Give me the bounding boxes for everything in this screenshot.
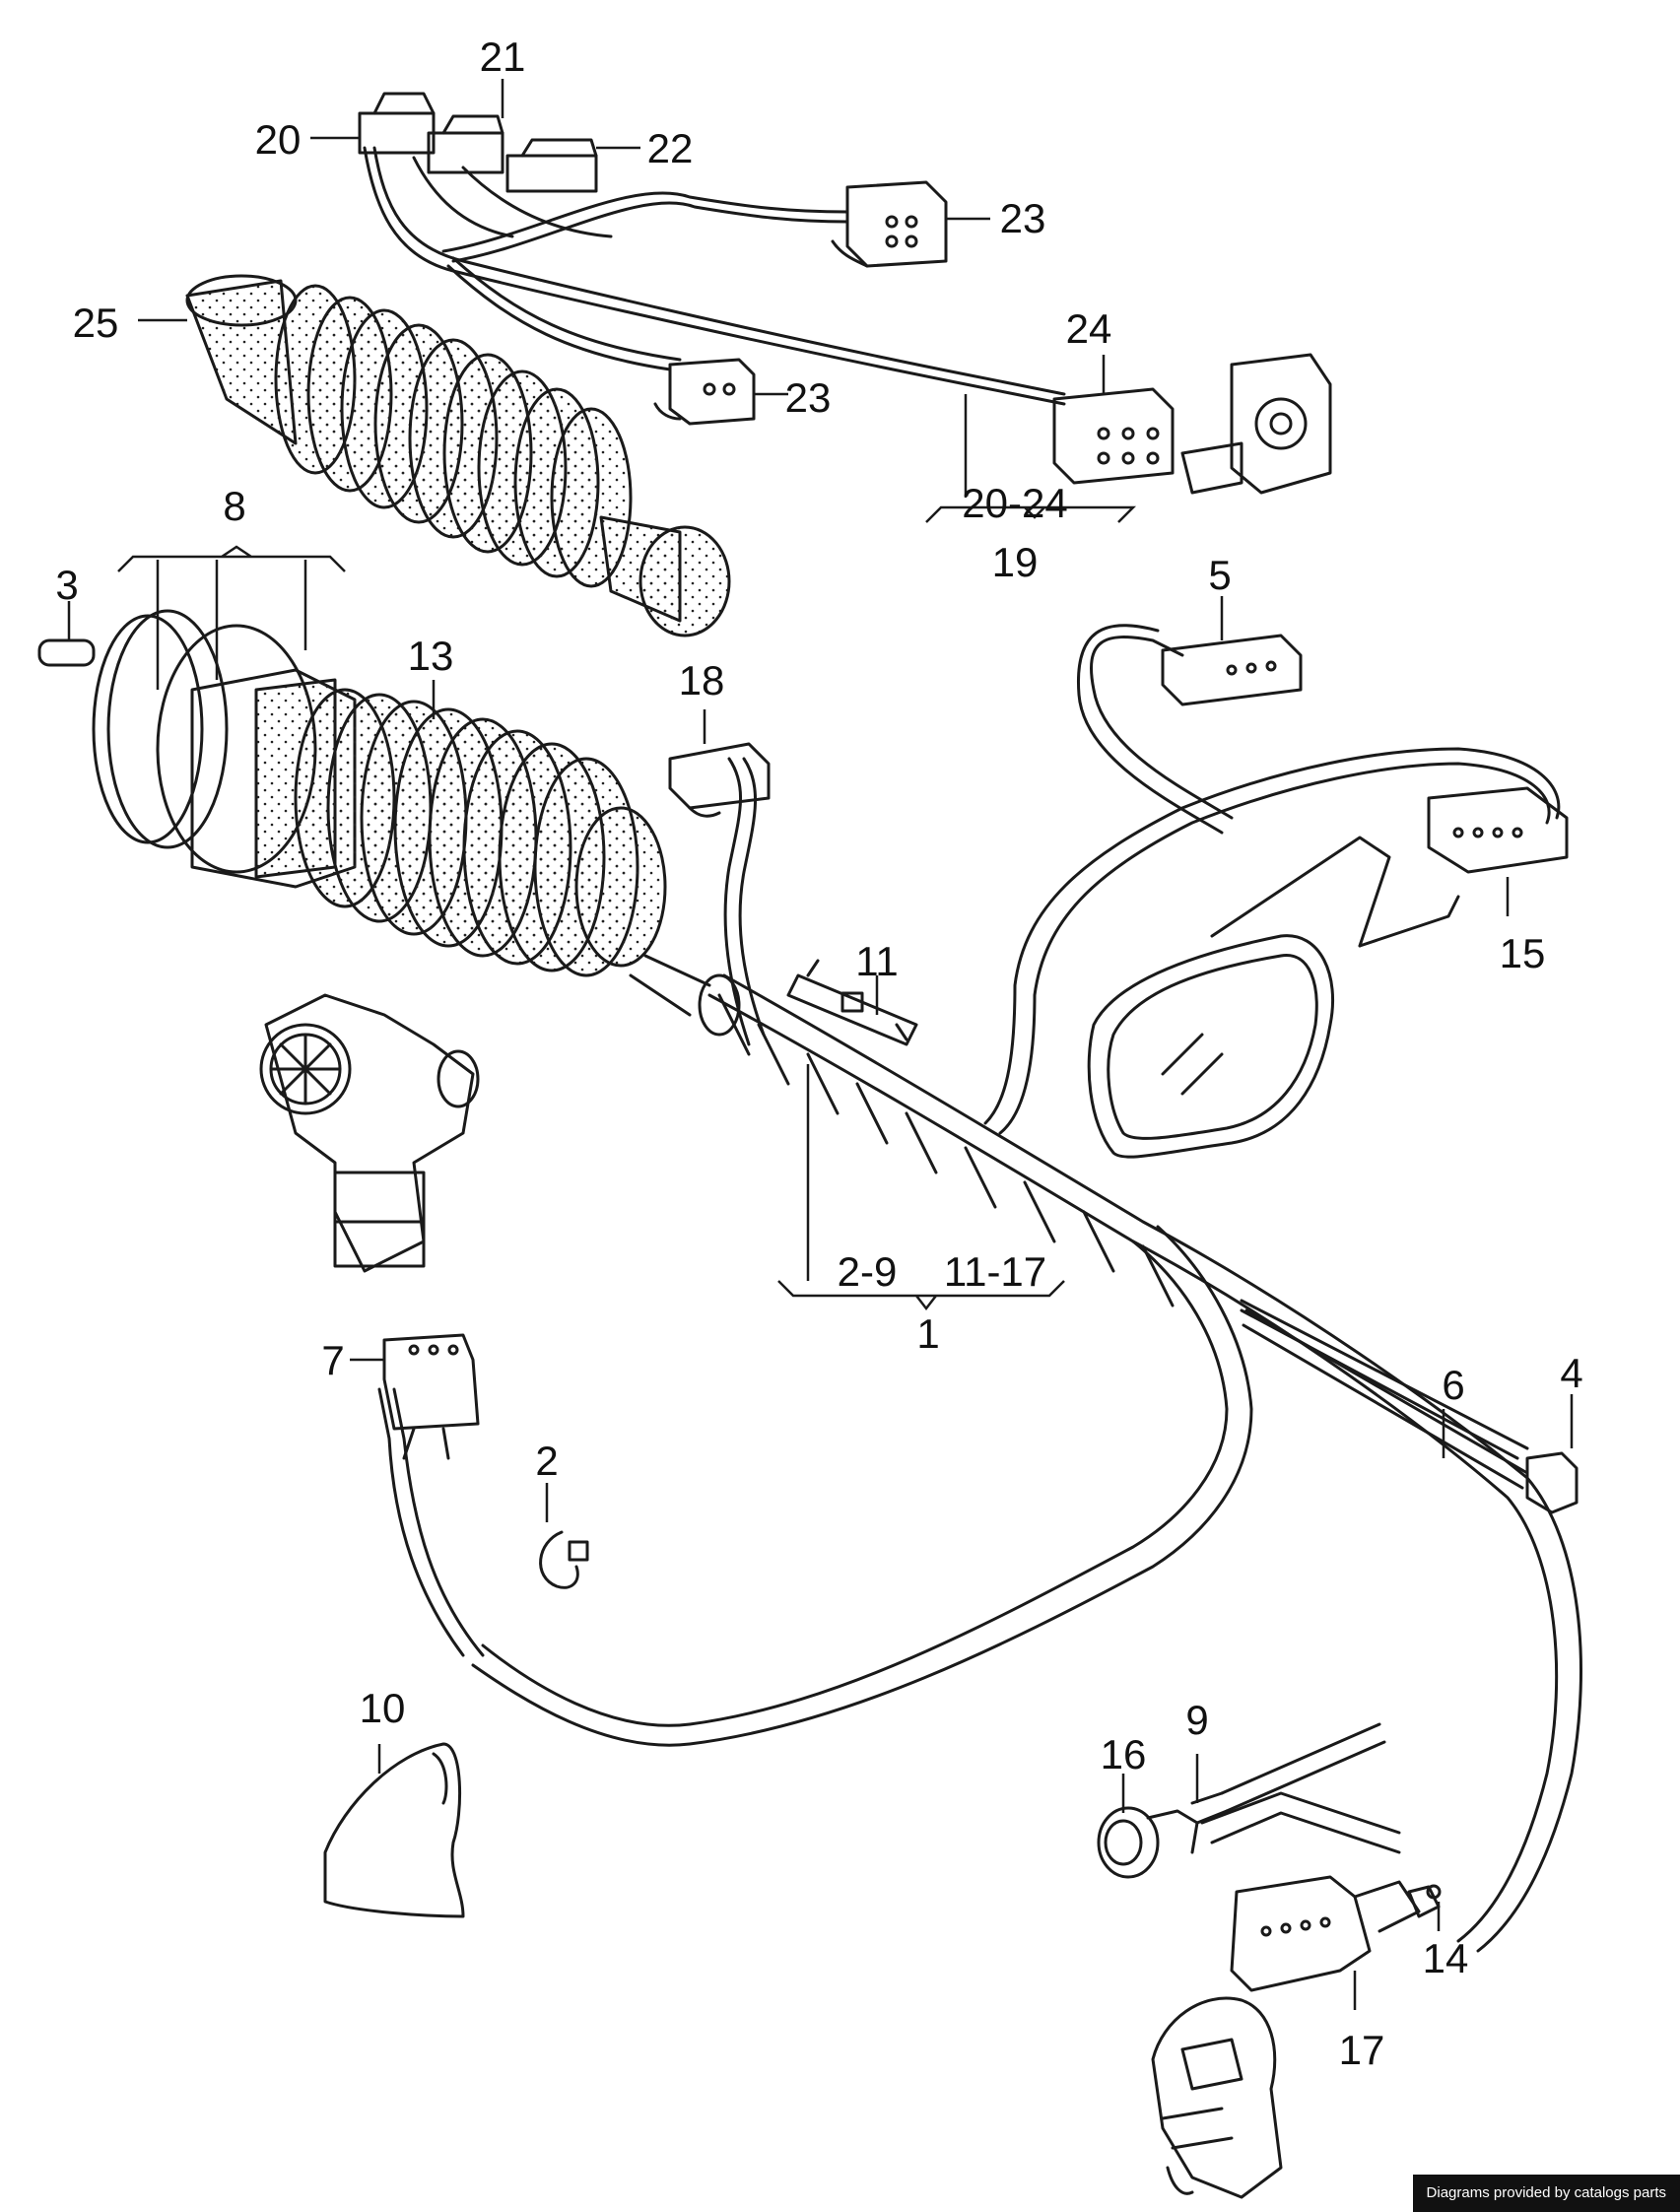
connector-21 xyxy=(427,114,504,174)
corrugated-boot-lower xyxy=(294,688,741,1037)
callout-5: 5 xyxy=(1208,552,1231,598)
corrugated-boot-upper xyxy=(185,274,731,637)
connector-5 xyxy=(1161,634,1303,706)
callout-22: 22 xyxy=(647,125,694,171)
callout-15: 15 xyxy=(1500,930,1546,976)
window-motor xyxy=(259,993,480,1273)
connector-14 xyxy=(1407,1884,1442,1918)
callout-13: 13 xyxy=(408,633,454,679)
callout-1: 1 xyxy=(916,1310,939,1357)
callout-4: 4 xyxy=(1560,1350,1582,1396)
callout-14: 14 xyxy=(1423,1935,1469,1981)
callout-3: 3 xyxy=(55,562,78,608)
callout-10: 10 xyxy=(360,1685,406,1731)
clip-2 xyxy=(539,1530,589,1589)
callout-6: 6 xyxy=(1442,1362,1464,1408)
callout-2: 2 xyxy=(535,1438,558,1484)
callout-19: 19 xyxy=(992,539,1039,585)
callout-23-lower: 23 xyxy=(785,374,832,421)
connector-18 xyxy=(668,742,771,818)
connector-7 xyxy=(382,1333,480,1460)
connector-22 xyxy=(505,138,598,193)
side-mirror xyxy=(1087,836,1460,1159)
connector-20 xyxy=(358,92,436,155)
main-harness xyxy=(377,624,1582,1953)
callout-18: 18 xyxy=(679,657,725,704)
connector-17 xyxy=(1230,1875,1421,1992)
switch-housing xyxy=(1180,353,1332,495)
callout-24: 24 xyxy=(1066,305,1112,352)
connector-15 xyxy=(1427,786,1569,874)
callout-8: 8 xyxy=(223,483,245,529)
leader-lines xyxy=(67,79,1574,2010)
connector-24 xyxy=(1052,387,1175,485)
callout-20: 20 xyxy=(255,116,302,163)
callout-11-17: 11-17 xyxy=(944,1248,1046,1295)
connector-23-lower xyxy=(653,358,756,426)
upper-harness xyxy=(358,92,1332,495)
sensor-plug-16 xyxy=(1097,1722,1386,1879)
callout-23-upper: 23 xyxy=(1000,195,1046,241)
cover-10 xyxy=(323,1742,465,1918)
connector-23-upper xyxy=(831,180,948,268)
callout-21: 21 xyxy=(480,34,526,80)
callout-11: 11 xyxy=(855,938,899,984)
callout-labels: 21 20 22 23 25 24 23 20-24 19 8 5 3 13 1… xyxy=(55,34,1582,2073)
callout-16: 16 xyxy=(1101,1731,1147,1777)
diagram-credit: Diagrams provided by catalogs parts xyxy=(1412,2175,1680,2212)
lock-mechanism xyxy=(1151,1996,1283,2199)
antenna-lead xyxy=(1242,1308,1579,1514)
callout-7: 7 xyxy=(321,1337,344,1383)
callout-25: 25 xyxy=(73,300,119,346)
callout-2-9: 2-9 xyxy=(838,1248,898,1295)
callout-9: 9 xyxy=(1185,1697,1208,1743)
callout-17: 17 xyxy=(1339,2027,1385,2073)
callout-20-24: 20-24 xyxy=(962,480,1067,526)
